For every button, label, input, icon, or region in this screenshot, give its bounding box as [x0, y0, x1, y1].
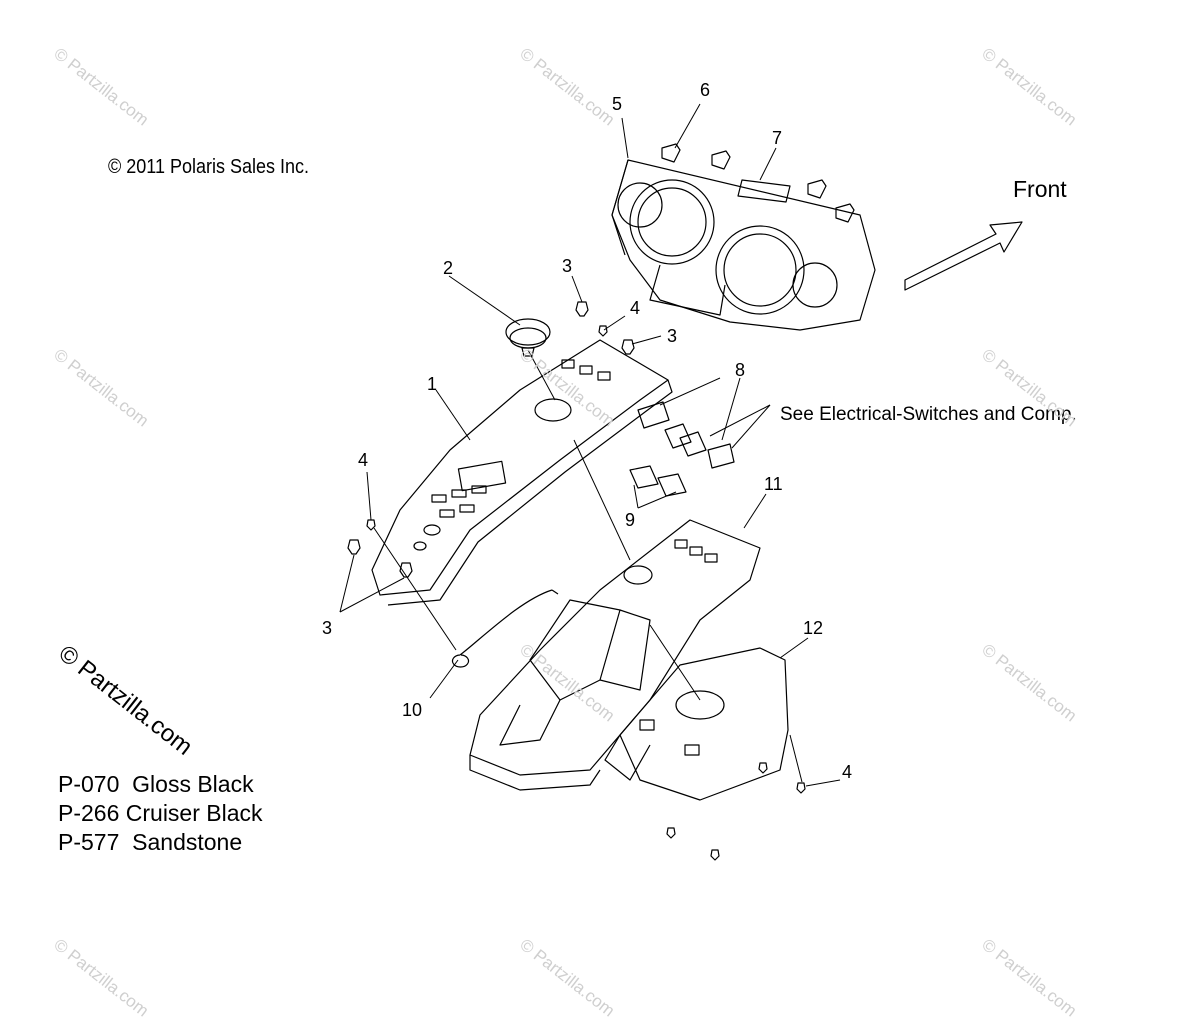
front-arrow-icon: [904, 221, 1023, 291]
callout-8: 8: [735, 360, 746, 380]
callout-10: 10: [402, 700, 423, 720]
legend-code: P-266: [58, 800, 120, 826]
copyright-text: © 2011 Polaris Sales Inc.: [108, 156, 310, 178]
callout-4-top: 4: [630, 298, 641, 318]
part-12-side-panel: [604, 647, 789, 801]
part-9-clips: [629, 465, 687, 497]
legend-row: P-266 Cruiser Black: [58, 799, 263, 828]
callout-2: 2: [443, 258, 454, 278]
color-legend: P-070 Gloss Black P-266 Cruiser Black P-…: [58, 770, 263, 857]
part-1-console-cover: [371, 339, 673, 606]
front-label: Front: [1013, 176, 1067, 202]
legend-code: P-577: [58, 829, 120, 855]
legend-color-name: Sandstone: [132, 829, 243, 855]
callout-3-left: 3: [322, 618, 333, 638]
callout-4-bottom: 4: [842, 762, 853, 782]
callout-4-left: 4: [358, 450, 369, 470]
legend-color-name: Cruiser Black: [125, 800, 263, 826]
callout-3-right: 3: [667, 326, 678, 346]
callout-7: 7: [772, 128, 783, 148]
part-7-label: [737, 179, 791, 203]
part-6-clips: [661, 143, 855, 223]
legend-code: P-070: [58, 771, 120, 797]
callout-1: 1: [427, 374, 438, 394]
part-8-switches: [637, 401, 735, 469]
fasteners: [347, 301, 806, 861]
callout-6: 6: [700, 80, 711, 100]
part-5-gauge-housing: [611, 159, 876, 331]
legend-row: P-070 Gloss Black: [58, 770, 263, 799]
part-10-cable: [451, 589, 559, 668]
callout-3-top: 3: [562, 256, 573, 276]
leader-lines: [339, 103, 841, 787]
callout-5: 5: [612, 94, 623, 114]
callout-9: 9: [625, 510, 636, 530]
callout-11: 11: [764, 474, 783, 494]
part-2-cap: [505, 318, 551, 357]
legend-row: P-577 Sandstone: [58, 828, 263, 857]
part-11-console-base: [469, 519, 761, 791]
callout-12: 12: [803, 618, 824, 638]
legend-color-name: Gloss Black: [132, 771, 254, 797]
see-electrical-note: See Electrical-Switches and Comp.: [780, 404, 1077, 425]
